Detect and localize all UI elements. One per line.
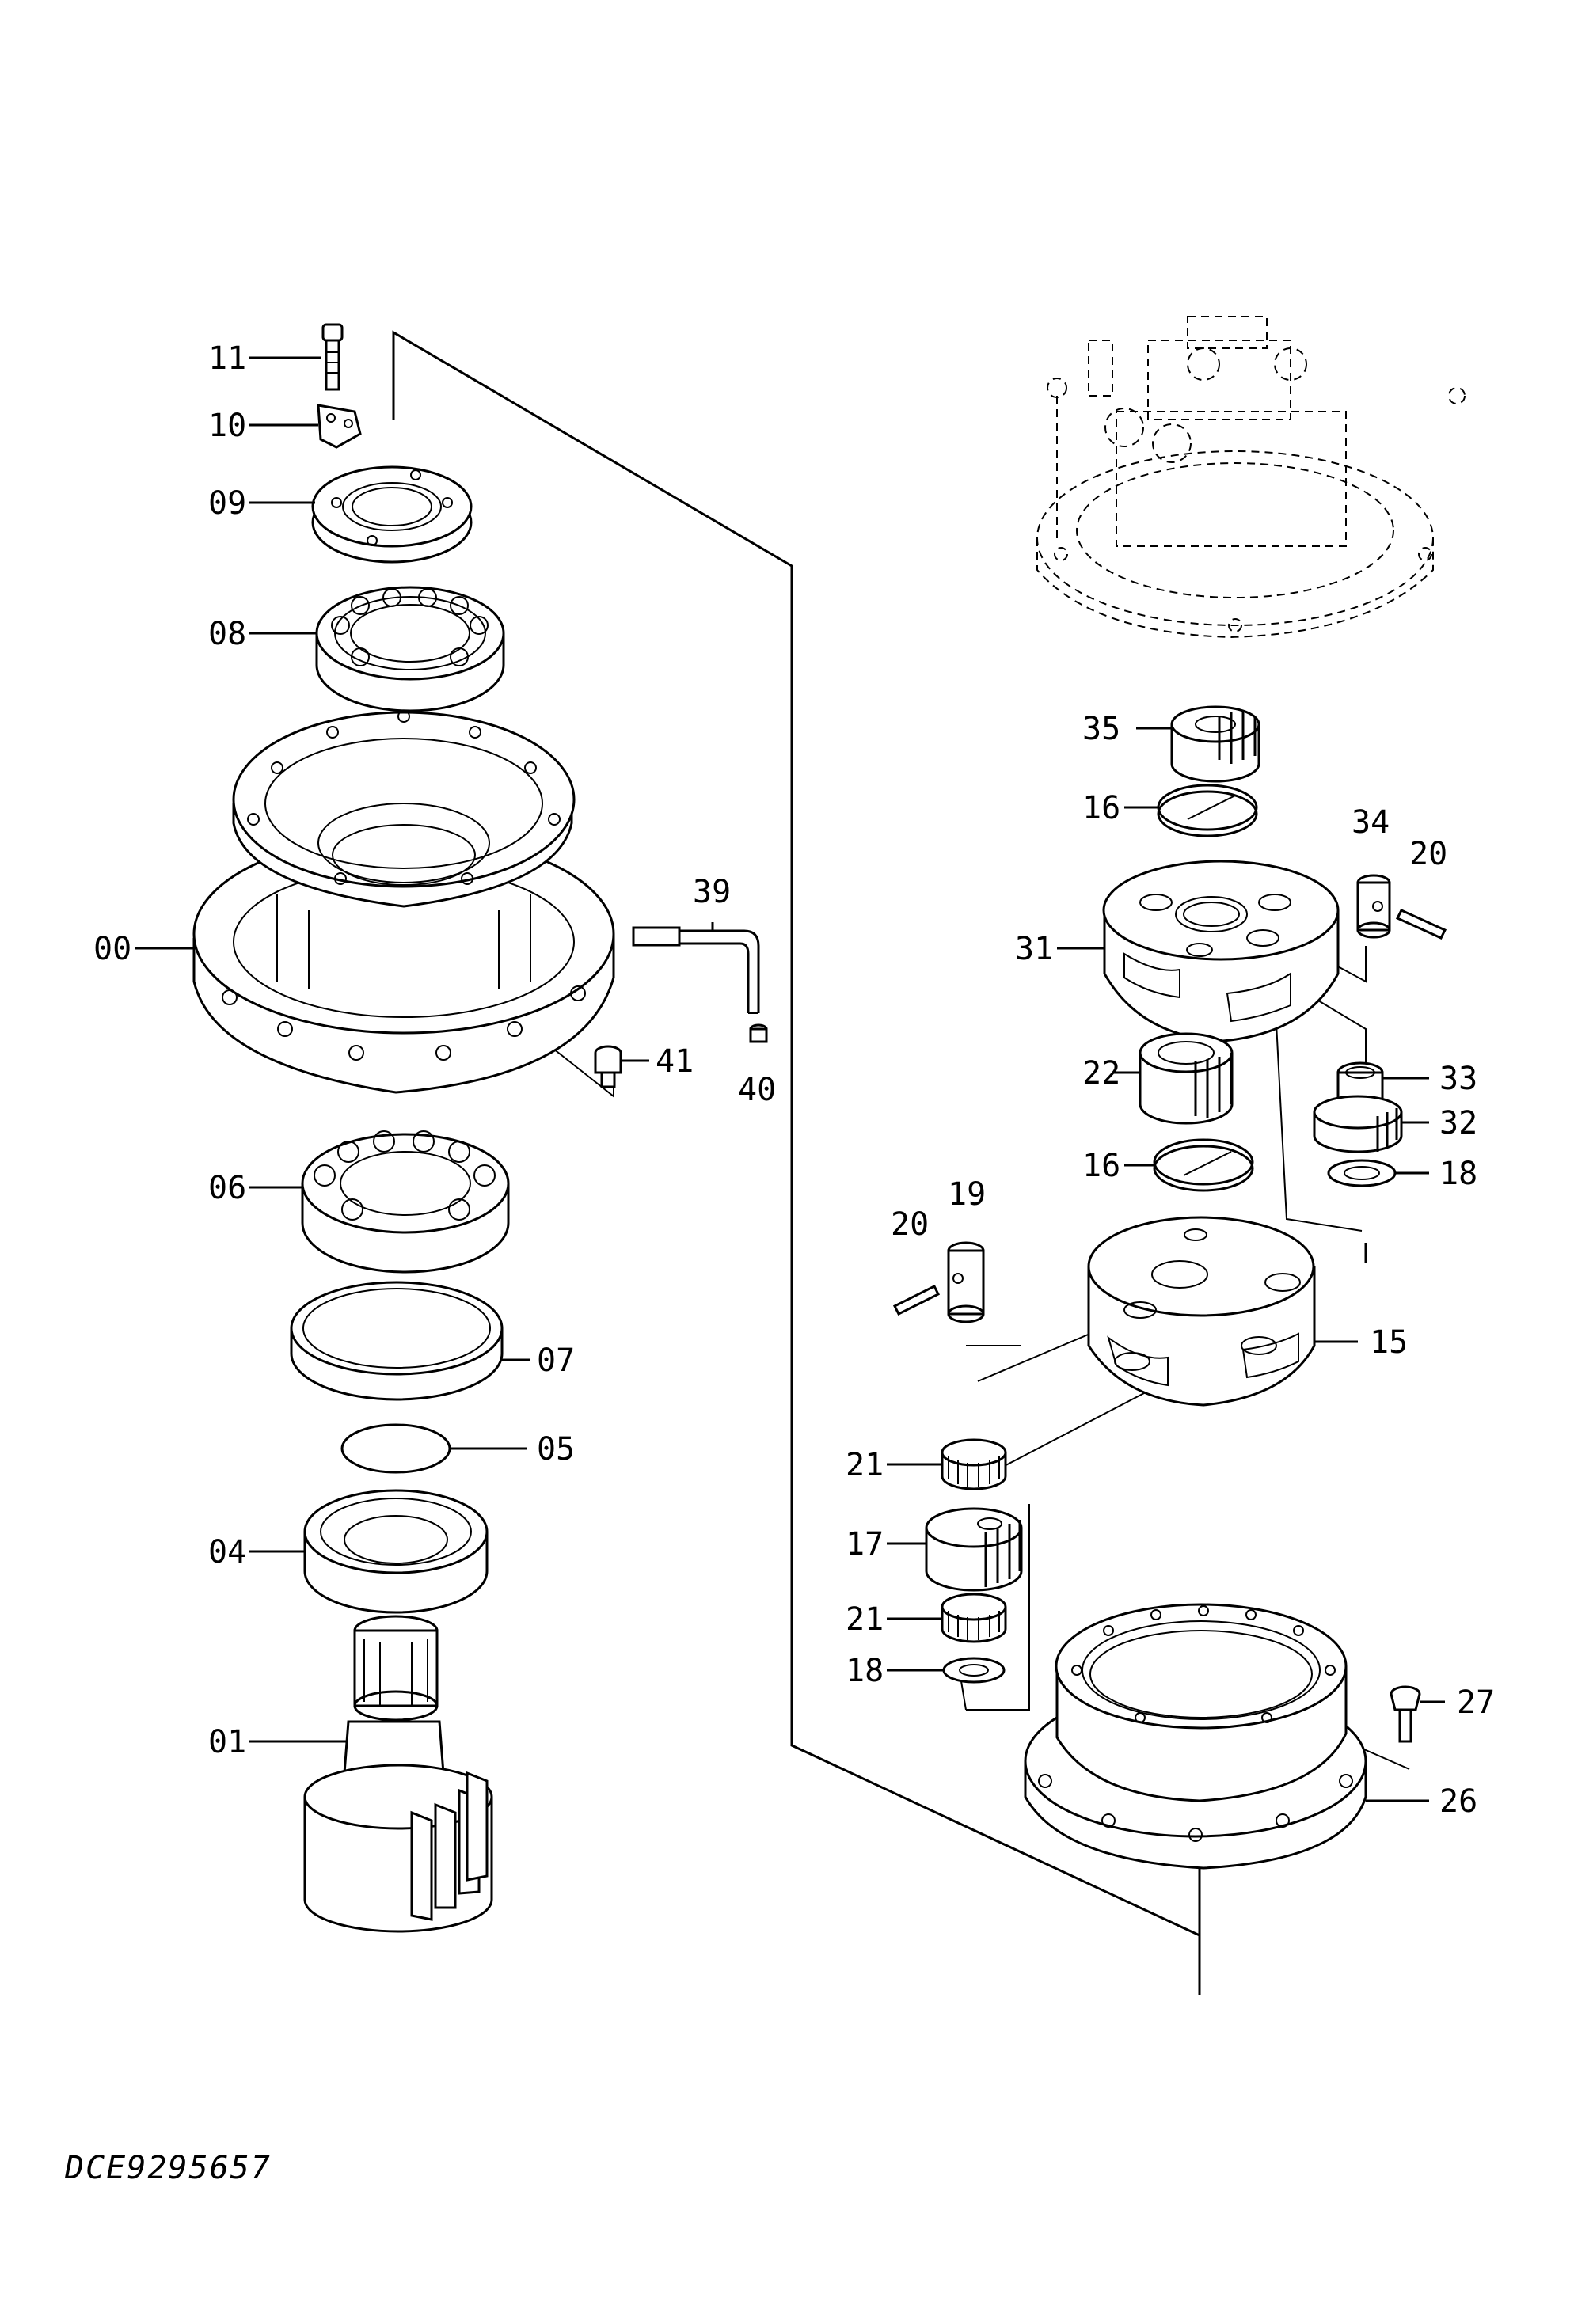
ring-gear-part-26 xyxy=(1024,1603,1367,1870)
motor-assembly-reference xyxy=(1036,316,1466,639)
carrier-part-15 xyxy=(1087,1216,1316,1407)
collar-part-04 xyxy=(303,1489,489,1614)
pin-part-34 xyxy=(1356,874,1391,939)
thrust-washer-part-18a xyxy=(1327,1159,1397,1187)
callout-39: 39 xyxy=(693,874,731,910)
thrust-plate-part-16b xyxy=(1153,1138,1254,1192)
callout-11: 11 xyxy=(208,340,246,377)
cover-part-09 xyxy=(311,465,473,564)
needle-bearing-part-21b xyxy=(941,1593,1007,1643)
callout-15: 15 xyxy=(1370,1324,1408,1361)
callout-40: 40 xyxy=(738,1072,776,1108)
spring-pin-part-20a xyxy=(1395,909,1447,940)
pipe-part-39 xyxy=(632,926,760,1014)
housing-part-00 xyxy=(192,710,615,1094)
callout-41: 41 xyxy=(656,1043,694,1080)
sun-gear-part-35 xyxy=(1170,705,1260,783)
callout-16-lower: 16 xyxy=(1082,1148,1120,1184)
callout-33: 33 xyxy=(1439,1061,1477,1097)
plug-part-40 xyxy=(749,1023,768,1043)
plug-part-41 xyxy=(594,1045,622,1088)
callout-26: 26 xyxy=(1439,1783,1477,1820)
pin-part-19 xyxy=(947,1241,985,1323)
callout-06: 06 xyxy=(208,1170,246,1206)
bolt-part-11 xyxy=(321,323,344,391)
thrust-plate-part-16a xyxy=(1157,784,1258,837)
seal-ring-part-07 xyxy=(290,1281,504,1401)
callout-18-lower: 18 xyxy=(846,1653,884,1689)
carrier-part-31 xyxy=(1102,860,1340,1042)
callout-32: 32 xyxy=(1439,1105,1477,1141)
callout-10: 10 xyxy=(208,408,246,444)
callout-34: 34 xyxy=(1352,804,1390,841)
leader-lines xyxy=(135,356,1445,1802)
callout-18-upper: 18 xyxy=(1439,1156,1477,1192)
thrust-washer-part-18b xyxy=(942,1657,1006,1684)
lock-plate-part-10 xyxy=(317,404,362,449)
planet-gear-part-17 xyxy=(925,1507,1023,1592)
callout-00: 00 xyxy=(93,931,131,967)
callout-17: 17 xyxy=(846,1526,884,1563)
callout-01: 01 xyxy=(208,1724,246,1760)
planet-gear-part-22 xyxy=(1139,1032,1234,1125)
o-ring-part-05 xyxy=(340,1423,451,1474)
callout-21-upper: 21 xyxy=(846,1447,884,1483)
callout-27: 27 xyxy=(1457,1684,1495,1721)
callout-07: 07 xyxy=(537,1342,575,1379)
callout-16-upper: 16 xyxy=(1082,790,1120,826)
callout-09: 09 xyxy=(208,485,246,522)
bolt-part-27 xyxy=(1390,1685,1421,1743)
callout-22: 22 xyxy=(1082,1055,1120,1092)
spring-pin-part-20b xyxy=(892,1284,941,1316)
callout-21-lower: 21 xyxy=(846,1601,884,1638)
callout-20-lower: 20 xyxy=(891,1206,929,1243)
callout-08: 08 xyxy=(208,616,246,652)
callout-31: 31 xyxy=(1015,931,1053,967)
callout-04: 04 xyxy=(208,1534,246,1570)
callout-labels: 11 10 09 08 00 39 41 40 06 07 05 04 01 3… xyxy=(93,340,1495,1820)
callout-19: 19 xyxy=(948,1176,986,1213)
callout-20-upper: 20 xyxy=(1409,836,1447,872)
bearing-part-06 xyxy=(301,1130,510,1274)
shaft-part-01 xyxy=(303,1615,493,1933)
needle-bearing-part-21a xyxy=(941,1438,1007,1490)
bearing-part-08 xyxy=(315,586,505,712)
callout-05: 05 xyxy=(537,1431,575,1468)
planet-gear-part-32 xyxy=(1313,1095,1403,1153)
drawing-code: DCE9295657 xyxy=(64,2150,272,2186)
callout-35: 35 xyxy=(1082,711,1120,747)
